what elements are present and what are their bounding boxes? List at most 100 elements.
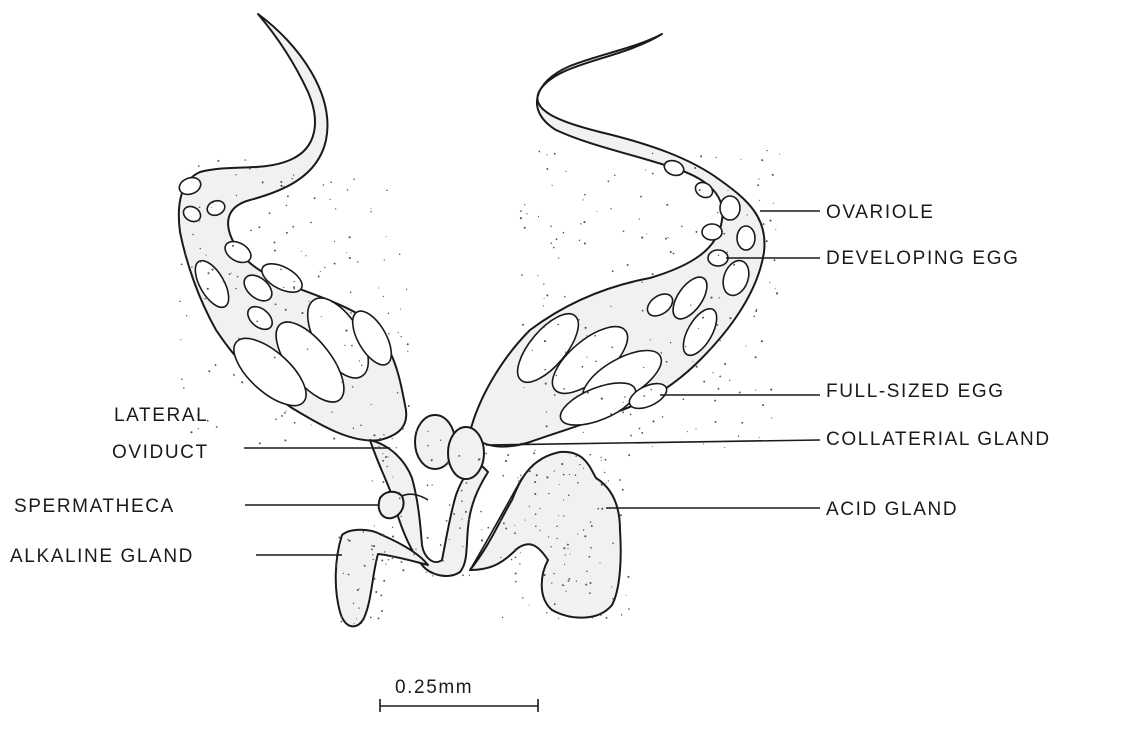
stipple-dot	[619, 479, 621, 481]
stipple-dot	[526, 213, 527, 214]
stipple-dot	[208, 272, 210, 274]
stipple-dot	[500, 521, 501, 522]
stipple-dot	[761, 159, 763, 161]
stipple-dot	[700, 155, 702, 157]
stipple-dot	[775, 229, 776, 230]
stipple-dot	[294, 422, 296, 424]
stipple-dot	[357, 589, 359, 591]
ovariole-label: OVARIOLE	[826, 202, 935, 223]
stipple-dot	[372, 554, 373, 555]
stipple-dot	[623, 230, 625, 232]
stipple-dot	[284, 412, 286, 414]
stipple-dot	[232, 245, 234, 247]
stipple-dot	[612, 270, 614, 272]
stipple-dot	[584, 194, 586, 196]
stipple-dot	[481, 539, 483, 541]
stipple-dot	[427, 431, 428, 432]
stipple-dot	[627, 576, 629, 578]
stipple-dot	[639, 428, 641, 430]
stipple-dot	[481, 529, 482, 530]
stipple-dot	[714, 400, 716, 402]
egg	[737, 226, 755, 250]
stipple-dot	[399, 492, 400, 493]
stipple-dot	[333, 438, 335, 440]
stipple-dot	[343, 573, 344, 574]
stipple-dot	[378, 287, 379, 288]
stipple-dot	[694, 167, 696, 169]
stipple-dot	[524, 204, 525, 205]
stipple-dot	[546, 425, 548, 427]
stipple-dot	[385, 563, 386, 564]
stipple-dot	[579, 240, 580, 241]
stipple-dot	[432, 484, 433, 485]
stipple-dot	[320, 271, 321, 272]
stipple-dot	[181, 263, 183, 265]
stipple-dot	[352, 386, 354, 388]
stipple-dot	[591, 525, 593, 527]
stipple-dot	[590, 521, 591, 522]
stipple-dot	[459, 527, 461, 529]
stipple-dot	[235, 174, 236, 175]
stipple-dot	[623, 402, 624, 403]
stipple-dot	[383, 434, 384, 435]
stipple-dot	[378, 617, 380, 619]
stipple-dot	[373, 578, 375, 580]
stipple-dot	[563, 232, 565, 234]
stipple-dot	[381, 560, 383, 562]
stipple-dot	[311, 424, 312, 425]
stipple-dot	[356, 618, 357, 619]
stipple-dot	[532, 466, 533, 467]
stipple-dot	[719, 375, 721, 377]
stipple-dot	[339, 537, 341, 539]
stipple-dot	[363, 531, 364, 532]
stipple-dot	[237, 276, 239, 278]
stipple-dot	[305, 255, 306, 256]
stipple-dot	[715, 157, 716, 158]
stipple-dot	[565, 591, 566, 592]
stipple-dot	[587, 392, 589, 394]
stipple-dot	[292, 322, 293, 323]
egg	[708, 250, 728, 266]
stipple-dot	[610, 413, 612, 415]
stipple-dot	[391, 556, 392, 557]
stipple-dot	[386, 190, 387, 191]
stipple-dot	[353, 427, 355, 429]
stipple-dot	[386, 236, 387, 237]
stipple-dot	[372, 559, 373, 560]
stipple-dot	[586, 335, 587, 336]
stipple-dot	[685, 346, 686, 347]
stipple-dot	[624, 396, 626, 398]
stipple-dot	[211, 269, 213, 271]
stipple-dot	[373, 545, 375, 547]
stipple-dot	[590, 547, 592, 549]
stipple-dot	[683, 398, 685, 400]
stipple-dot	[643, 395, 645, 397]
stipple-dot	[238, 338, 240, 340]
stipple-dot	[507, 454, 509, 456]
stipple-dot	[534, 493, 536, 495]
stipple-dot	[643, 367, 644, 368]
stipple-dot	[622, 411, 624, 413]
stipple-dot	[440, 544, 442, 546]
stipple-dot	[249, 168, 251, 170]
stipple-dot	[392, 438, 393, 439]
stipple-dot	[558, 515, 559, 516]
stipple-dot	[349, 236, 351, 238]
stipple-dot	[590, 454, 592, 456]
stipple-dot	[548, 493, 549, 494]
stipple-dot	[385, 456, 387, 458]
stipple-dot	[321, 316, 322, 317]
acid-gland	[470, 452, 621, 618]
stipple-dot	[604, 472, 605, 473]
stipple-dot	[198, 428, 199, 429]
stipple-dot	[569, 474, 570, 475]
stipple-dot	[545, 383, 547, 385]
stipple-dot	[432, 575, 433, 576]
stipple-dot	[546, 411, 547, 412]
stipple-dot	[324, 267, 325, 268]
stipple-dot	[630, 413, 632, 415]
stipple-dot	[758, 178, 759, 179]
stipple-dot	[465, 511, 467, 513]
stipple-dot	[622, 489, 624, 491]
stipple-dot	[670, 342, 672, 344]
